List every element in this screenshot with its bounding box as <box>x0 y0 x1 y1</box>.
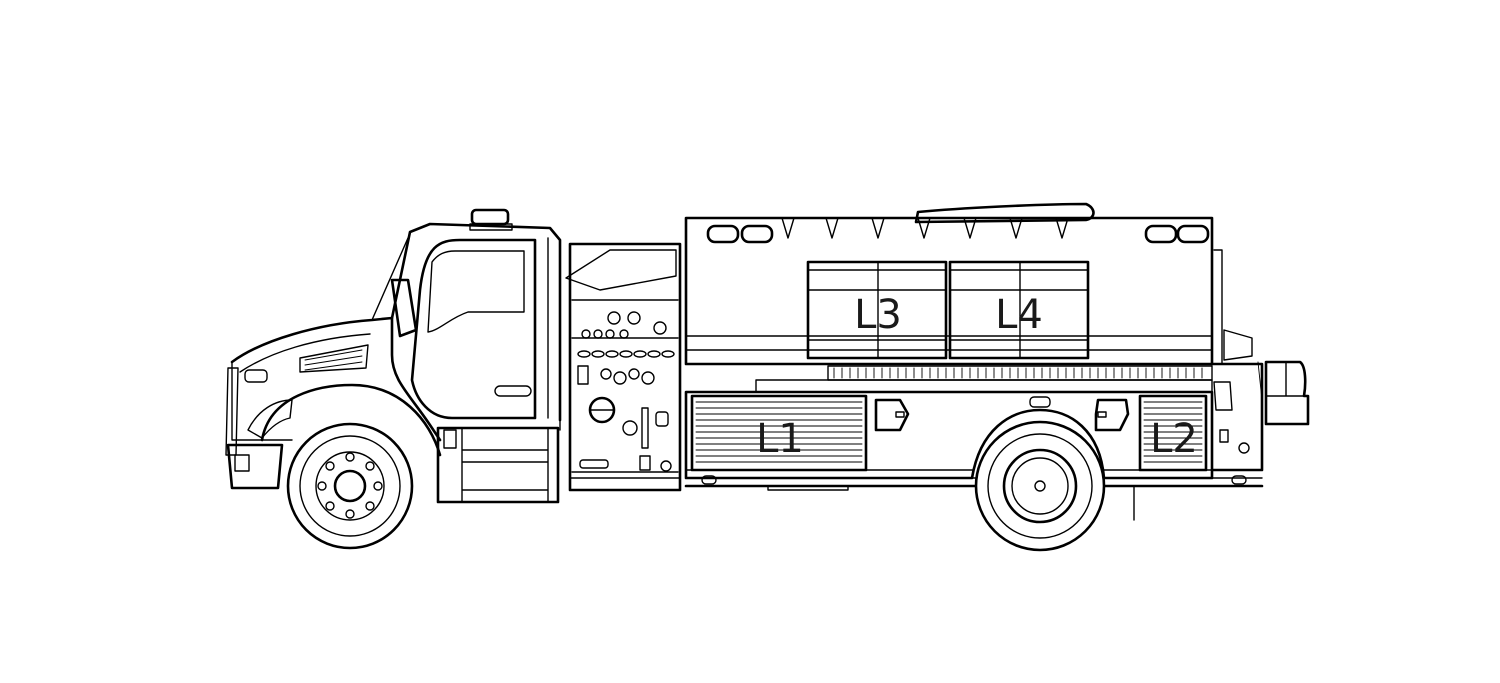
compartment-label-l3: L3 <box>854 292 902 338</box>
rear-equipment <box>1210 249 1310 472</box>
compartment-label-l4: L4 <box>995 292 1043 338</box>
front-wheel <box>286 422 414 550</box>
compartment-l2 <box>1138 394 1208 472</box>
compartment-l3 <box>806 260 948 360</box>
compartment-l1 <box>690 394 868 472</box>
compartment-label-l1: L1 <box>756 416 804 462</box>
compartment-l4 <box>948 260 1090 360</box>
tanker-body <box>684 202 1264 521</box>
compartment-label-l2: L2 <box>1150 416 1198 462</box>
truck-cab <box>225 208 562 504</box>
rear-wheel <box>974 420 1106 552</box>
pump-panel <box>565 242 682 492</box>
